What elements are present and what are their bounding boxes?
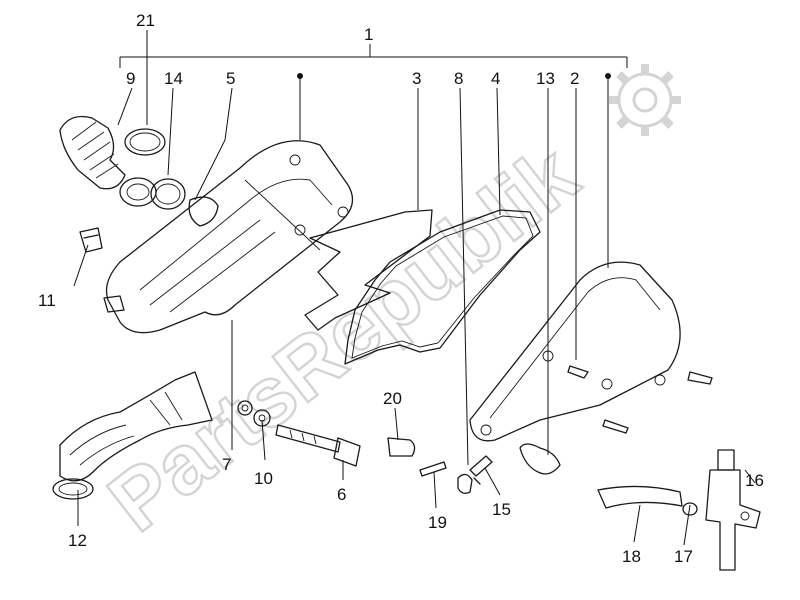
callout-15: 15 [492,500,511,519]
screw [419,461,447,477]
breather-assembly [597,449,761,571]
leader-lines [73,30,756,546]
callout-1: 1 [364,25,373,44]
bracket [387,437,416,457]
lower-hose [52,371,213,500]
drain-plug [457,473,473,494]
callout-4: 4 [491,69,500,88]
hose-clamp [150,178,186,210]
callout-labels: 1 21 9 14 5 3 8 4 13 2 11 20 7 10 6 19 1… [38,11,764,566]
marker-dot [605,73,611,79]
callout-18: 18 [622,547,641,566]
callout-10: 10 [254,469,273,488]
callout-8: 8 [454,69,463,88]
intake-duct [59,115,157,207]
assembly-bracket [119,44,628,68]
filter-element [304,209,433,331]
filter-cover [469,261,713,475]
callout-19: 19 [428,513,447,532]
callout-7: 7 [222,455,231,474]
watermark: PartsRepublik [90,64,681,550]
callout-16: 16 [745,471,764,490]
callout-2: 2 [570,69,579,88]
callout-21: 21 [136,11,155,30]
callout-12: 12 [68,531,87,550]
gear-icon [609,64,681,136]
gasket [344,209,541,365]
washer [237,400,253,416]
hose-clamp [124,128,166,156]
washer [253,409,271,427]
bolt [275,424,361,467]
callout-5: 5 [226,69,235,88]
callout-9: 9 [126,69,135,88]
callout-3: 3 [412,69,421,88]
valve [469,455,493,485]
filter-housing [103,140,354,334]
callout-11: 11 [38,291,56,310]
callout-20: 20 [383,389,402,408]
callout-6: 6 [337,485,346,504]
callout-14: 14 [164,69,183,88]
callout-17: 17 [674,547,693,566]
clip [79,227,103,253]
callout-13: 13 [536,69,555,88]
parts-drawing [52,115,761,571]
marker-dot [297,73,303,79]
